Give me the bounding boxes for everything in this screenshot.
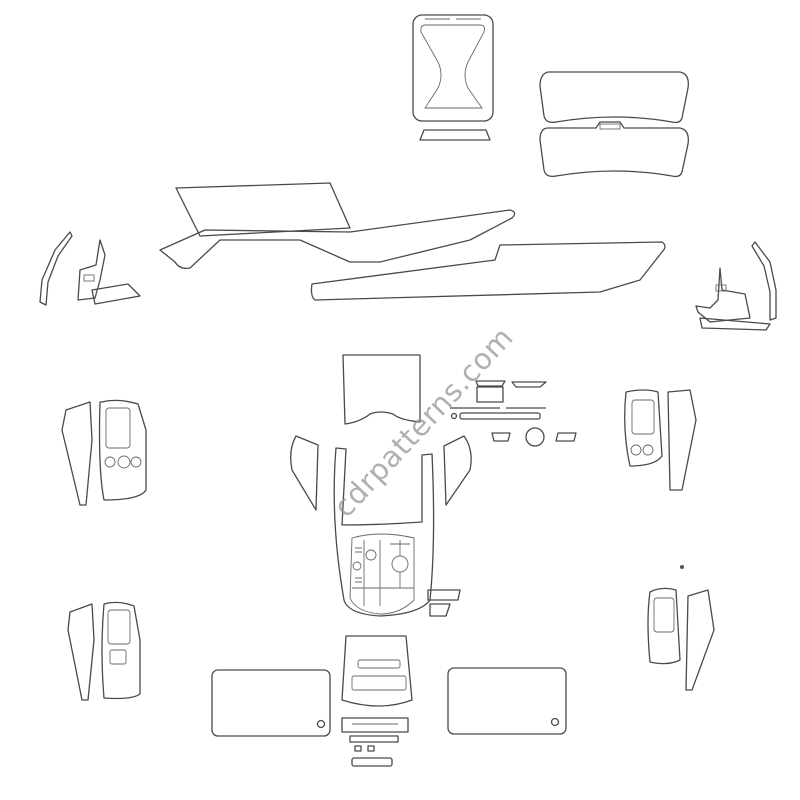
dashboard-trim-film-lower <box>310 241 666 301</box>
center-screen-film <box>342 354 421 425</box>
overhead-console-film <box>412 14 494 122</box>
rear-console-film <box>341 635 413 707</box>
cluster-notch <box>599 123 621 130</box>
cluster-screen-film-upper <box>539 71 689 124</box>
console-small-films <box>427 589 461 617</box>
console-right-side-film <box>443 435 472 506</box>
left-pillar-film <box>39 231 141 306</box>
rear-tablet-film-right <box>447 667 567 735</box>
right-rear-door-film <box>647 565 715 691</box>
rear-small-films <box>341 717 409 767</box>
dashboard-screen-film <box>175 182 351 237</box>
center-vent-films <box>450 380 577 447</box>
right-pillar-film <box>695 241 777 331</box>
cluster-screen-film-lower <box>539 121 689 178</box>
console-left-side-film <box>290 435 319 511</box>
left-rear-door-film <box>67 601 141 701</box>
rear-tablet-film-left <box>211 669 331 737</box>
dashboard-trim-film-upper <box>159 209 516 270</box>
overhead-small-film <box>419 129 491 141</box>
left-front-door-film <box>61 399 147 506</box>
right-front-door-film <box>624 389 697 491</box>
center-console-film <box>333 447 435 617</box>
